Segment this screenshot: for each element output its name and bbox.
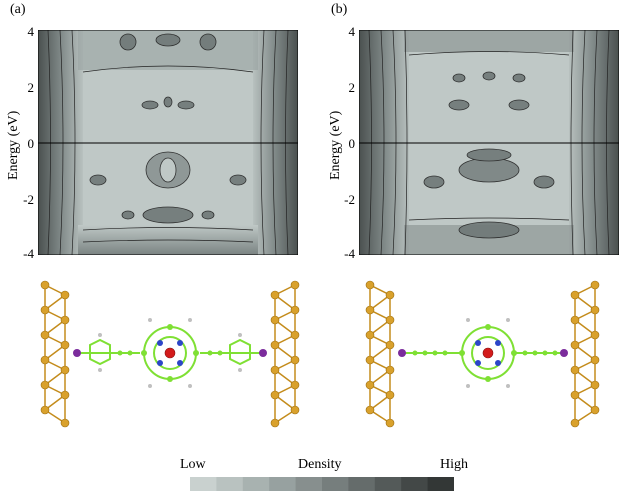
tick-b-m4: -4 xyxy=(344,246,355,261)
colorbar-swatch xyxy=(190,477,217,491)
colorbar-high-label: High xyxy=(440,457,468,472)
tick-a-0: 0 xyxy=(27,136,35,151)
colorbar-swatch xyxy=(322,477,349,491)
panel-label-b: (b) xyxy=(331,2,348,17)
tick-a-m4: -4 xyxy=(23,246,34,261)
tick-a-4: 4 xyxy=(27,24,35,39)
tick-b-m2: -2 xyxy=(344,192,355,207)
contour-plot-a xyxy=(38,30,298,255)
tick-b-0: 0 xyxy=(348,136,356,151)
colorbar-swatch xyxy=(348,477,376,491)
contour-plot-b xyxy=(359,30,619,255)
molecule-structure-a xyxy=(40,280,300,428)
tick-b-2: 2 xyxy=(348,80,356,95)
molecule-structure-b xyxy=(365,280,600,428)
colorbar-swatch xyxy=(216,477,244,491)
colorbar-mid-label: Density xyxy=(298,457,342,472)
colorbar xyxy=(190,477,454,491)
colorbar-swatch xyxy=(269,477,297,491)
colorbar-swatch xyxy=(401,477,429,491)
tick-a-2: 2 xyxy=(27,80,35,95)
colorbar-swatch xyxy=(427,477,454,491)
tick-b-4: 4 xyxy=(348,24,356,39)
colorbar-low-label: Low xyxy=(180,457,206,472)
colorbar-swatch xyxy=(374,477,402,491)
panel-label-a: (a) xyxy=(10,2,26,17)
tick-a-m2: -2 xyxy=(23,192,34,207)
colorbar-swatch xyxy=(295,477,323,491)
colorbar-swatch xyxy=(242,477,270,491)
